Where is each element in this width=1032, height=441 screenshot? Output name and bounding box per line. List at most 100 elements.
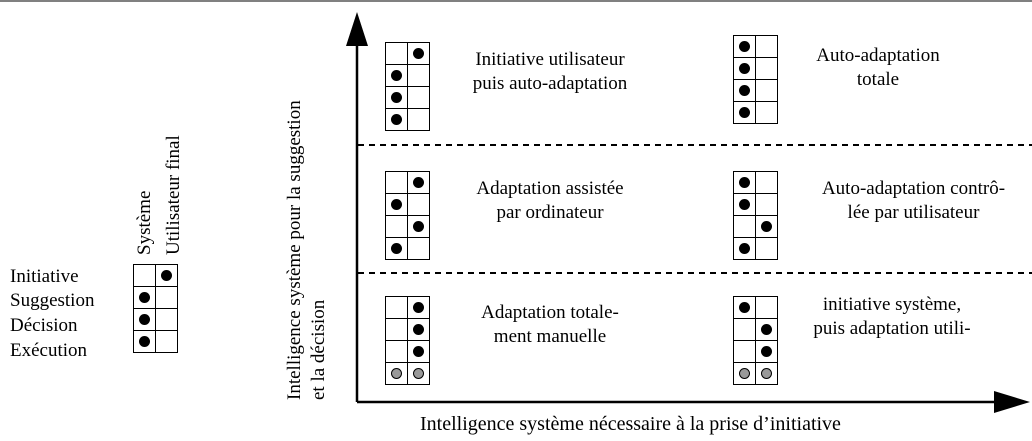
role-grid-row <box>733 296 778 319</box>
black-dot-icon <box>139 336 150 348</box>
role-grid-row <box>733 193 778 216</box>
role-grid-row <box>733 237 778 260</box>
y-axis-label-line2: et la décision <box>308 299 329 400</box>
black-dot-icon <box>739 63 750 75</box>
role-grid-cell <box>155 286 178 309</box>
role-grid-cell <box>733 57 756 80</box>
role-grid-table <box>385 42 430 131</box>
role-grid-cell <box>733 193 756 216</box>
legend-row-label-suggestion: Suggestion <box>10 290 95 311</box>
role-grid-cell <box>155 330 178 353</box>
role-grid-cell <box>133 308 156 331</box>
cell-label-line: totale <box>856 69 900 90</box>
role-grid-cell <box>755 215 778 238</box>
black-dot-icon <box>413 324 424 336</box>
legend-grid <box>133 264 178 353</box>
role-grid-row <box>133 264 178 287</box>
role-grid-cell <box>733 362 756 385</box>
role-grid-cell <box>755 193 778 216</box>
role-grid-cell <box>385 108 408 131</box>
role-grid-cell <box>733 79 756 102</box>
role-grid-row <box>385 215 430 238</box>
role-grid-row <box>385 108 430 131</box>
black-dot-icon <box>739 41 750 53</box>
role-grid-table <box>385 296 430 385</box>
legend-row-label-execution: Exécution <box>10 340 88 361</box>
role-grid-cell <box>407 171 430 194</box>
role-grid-cell <box>407 64 430 87</box>
role-grid-cell <box>733 340 756 363</box>
black-dot-icon <box>413 302 424 314</box>
cell-label-line: par ordinateur <box>496 202 604 223</box>
role-grid-row <box>733 79 778 102</box>
black-dot-icon <box>739 85 750 97</box>
cell-label-assisted: Adaptation assistée par ordinateur <box>440 177 660 225</box>
gray-dot-icon <box>391 368 402 380</box>
role-grid-cell <box>755 362 778 385</box>
black-dot-icon <box>139 292 150 304</box>
cell-label-auto-controlled: Auto-adaptation contrô- lée par utilisat… <box>795 177 1032 225</box>
cell-label-system-initiative: initiative système, puis adaptation util… <box>782 293 1002 341</box>
gray-dot-icon <box>761 368 772 380</box>
black-dot-icon <box>739 199 750 211</box>
role-grid-row <box>385 64 430 87</box>
role-grid-table <box>133 264 178 353</box>
role-grid-cell <box>733 237 756 260</box>
gray-dot-icon <box>739 368 750 380</box>
role-grid-cell <box>385 64 408 87</box>
role-grid-cell <box>407 86 430 109</box>
role-grid-row <box>385 237 430 260</box>
role-grid-row <box>733 362 778 385</box>
black-dot-icon <box>413 177 424 189</box>
black-dot-icon <box>391 92 402 104</box>
role-grid-cell <box>755 35 778 58</box>
role-grid-row <box>385 318 430 341</box>
cell-grid-auto-controlled <box>733 171 778 260</box>
cell-label-auto-total: Auto-adaptation totale <box>778 44 978 92</box>
role-grid-cell <box>755 79 778 102</box>
role-grid-cell <box>755 296 778 319</box>
role-grid-table <box>733 35 778 124</box>
role-grid-cell <box>155 308 178 331</box>
cell-label-line: initiative système, <box>822 294 962 315</box>
black-dot-icon <box>413 48 424 60</box>
legend-row-label-decision: Décision <box>10 315 78 336</box>
role-grid-table <box>733 171 778 260</box>
role-grid-cell <box>133 286 156 309</box>
role-grid-cell <box>155 264 178 287</box>
black-dot-icon <box>161 270 172 282</box>
role-grid-cell <box>755 340 778 363</box>
role-grid-cell <box>385 42 408 65</box>
role-grid-row <box>385 86 430 109</box>
role-grid-cell <box>407 296 430 319</box>
role-grid-cell <box>407 42 430 65</box>
cell-grid-assisted <box>385 171 430 260</box>
role-grid-cell <box>733 296 756 319</box>
black-dot-icon <box>761 324 772 336</box>
role-grid-cell <box>385 362 408 385</box>
role-grid-cell <box>755 101 778 124</box>
black-dot-icon <box>739 107 750 119</box>
role-grid-table <box>733 296 778 385</box>
role-grid-row <box>385 42 430 65</box>
cell-grid-user-initiative-auto <box>385 42 430 131</box>
role-grid-row <box>133 308 178 331</box>
role-grid-cell <box>407 318 430 341</box>
black-dot-icon <box>739 302 750 314</box>
black-dot-icon <box>391 243 402 255</box>
role-grid-cell <box>407 362 430 385</box>
role-grid-row <box>733 35 778 58</box>
role-grid-row <box>733 171 778 194</box>
role-grid-cell <box>385 215 408 238</box>
role-grid-row <box>385 340 430 363</box>
role-grid-cell <box>755 237 778 260</box>
black-dot-icon <box>391 114 402 126</box>
legend-col-label-systeme: Système <box>134 190 155 255</box>
cell-grid-auto-total <box>733 35 778 124</box>
cell-label-line: Adaptation assistée <box>476 178 624 199</box>
gray-dot-icon <box>413 368 424 380</box>
black-dot-icon <box>761 346 772 358</box>
cell-grid-manual <box>385 296 430 385</box>
